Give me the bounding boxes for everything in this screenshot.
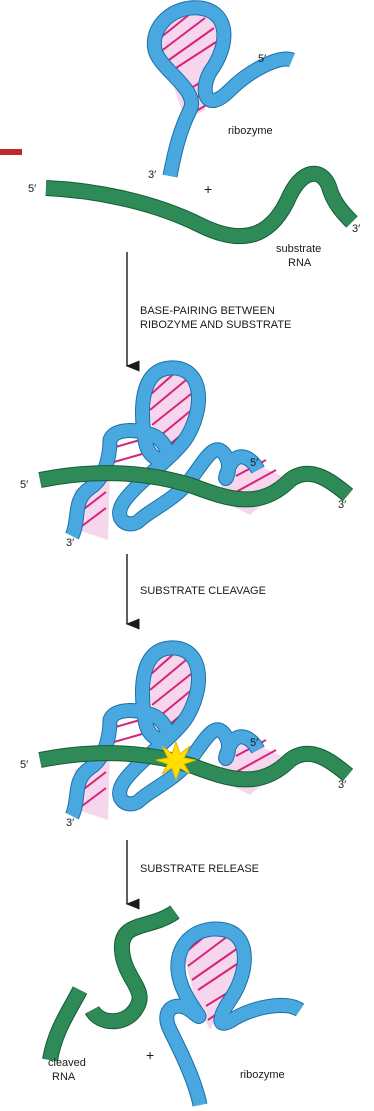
substrate-3prime: 3′ <box>352 223 360 235</box>
cleaved-rna: cleaved RNA <box>48 912 175 1083</box>
top-ribozyme-label: ribozyme <box>228 125 273 137</box>
complex2-left-5prime: 5′ <box>20 759 28 771</box>
top-ribozyme-5prime: 5′ <box>258 53 266 65</box>
page-marker <box>0 149 22 155</box>
plus-sign-bottom: + <box>146 1047 154 1063</box>
substrate-5prime: 5′ <box>28 183 36 195</box>
substrate-rna: 5′ 3′ substrate RNA <box>28 174 360 269</box>
complex1-inner-5prime: 5′ <box>250 457 258 469</box>
substrate-rna-label-1: substrate <box>276 243 321 255</box>
step1-label-2: RIBOZYME AND SUBSTRATE <box>140 319 291 331</box>
complex-2: 5′ 5′ 3′ 3′ <box>20 647 348 829</box>
top-ribozyme-3prime: 3′ <box>148 169 156 181</box>
step2-label: SUBSTRATE CLEAVAGE <box>140 585 266 597</box>
step1-label-1: BASE-PAIRING BETWEEN <box>140 305 275 317</box>
complex1-bottom-3prime: 3′ <box>66 537 74 549</box>
complex1-right-3prime: 3′ <box>338 499 346 511</box>
complex2-bottom-3prime: 3′ <box>66 817 74 829</box>
bottom-ribozyme-label: ribozyme <box>240 1069 285 1081</box>
complex1-left-5prime: 5′ <box>20 479 28 491</box>
cleaved-rna-label-1: cleaved <box>48 1057 86 1069</box>
complex2-inner-5prime: 5′ <box>250 737 258 749</box>
substrate-rna-label-2: RNA <box>288 257 312 269</box>
released-ribozyme: ribozyme <box>167 929 300 1105</box>
cleaved-rna-label-2: RNA <box>52 1071 76 1083</box>
complex2-right-3prime: 3′ <box>338 779 346 791</box>
plus-sign-top: + <box>204 181 212 197</box>
step3-label: SUBSTRATE RELEASE <box>140 863 259 875</box>
free-ribozyme: 5′ 3′ ribozyme <box>148 8 292 181</box>
complex-1: 5′ 5′ 3′ 3′ <box>20 367 348 549</box>
